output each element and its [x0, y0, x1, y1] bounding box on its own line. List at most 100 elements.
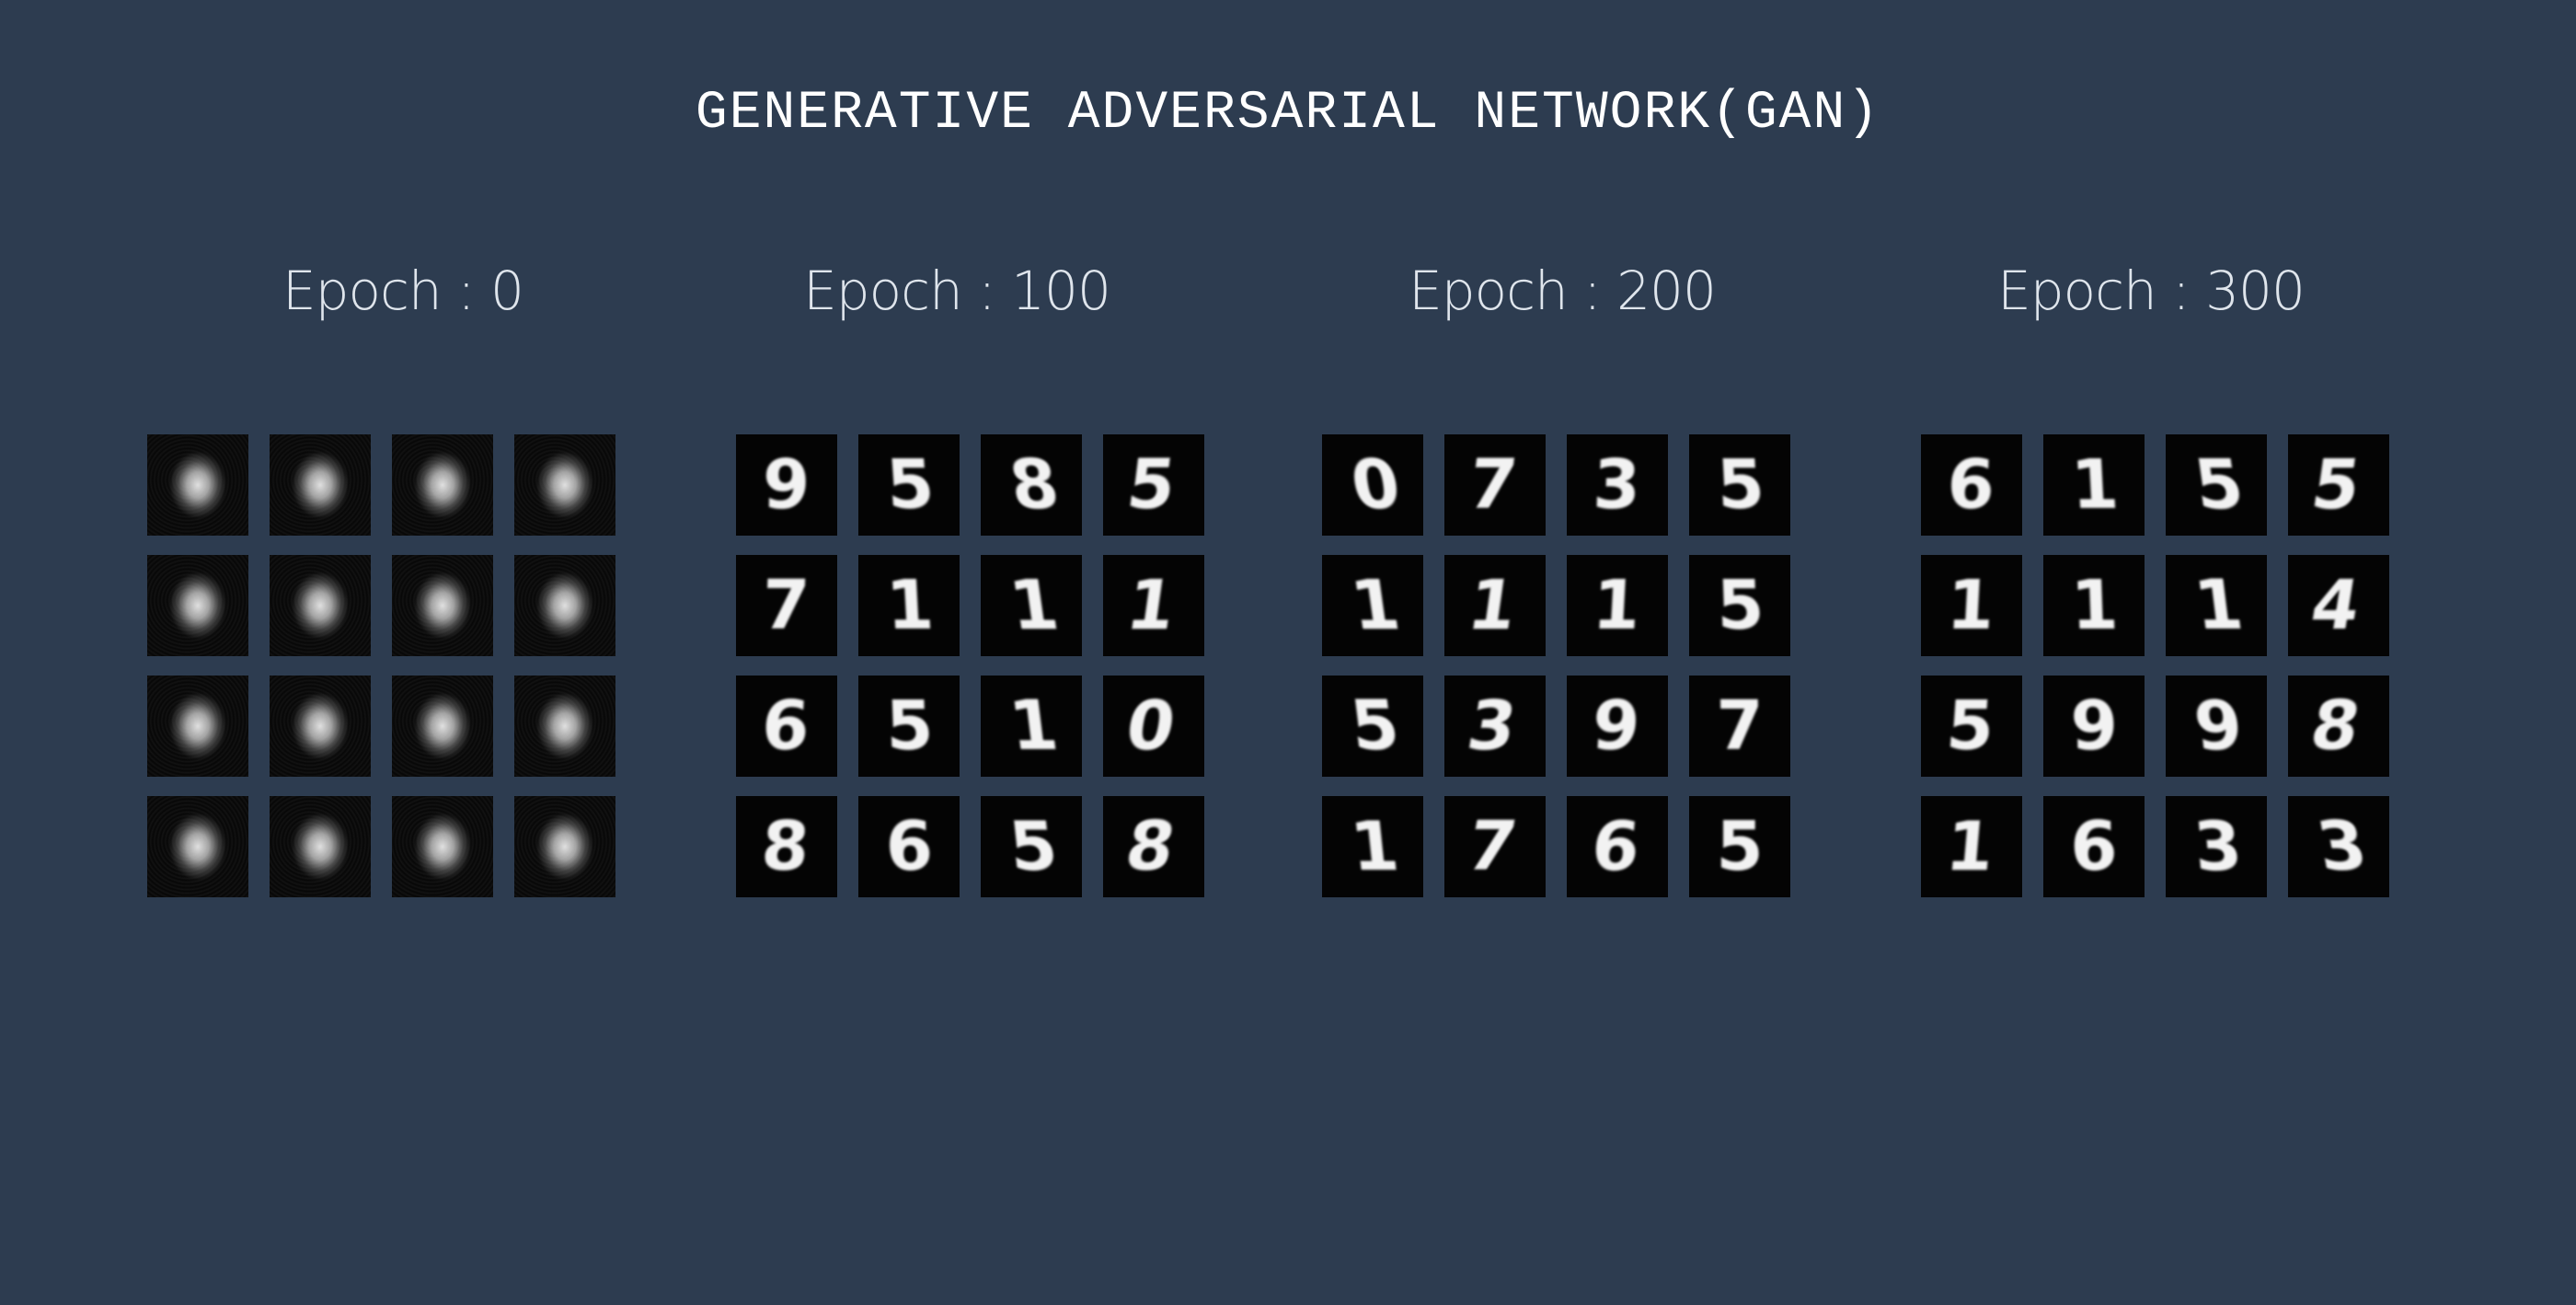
sample-digit: 7: [1464, 445, 1521, 525]
sample-digit: 5: [1122, 445, 1179, 525]
generated-sample: [270, 796, 371, 897]
generated-sample: 7: [736, 555, 837, 656]
generated-sample: [514, 434, 615, 536]
generated-sample: [514, 555, 615, 656]
sample-digit: 4: [2306, 565, 2365, 644]
generated-sample: 1: [1444, 555, 1546, 656]
generated-sample: [270, 676, 371, 777]
sample-digit: 6: [760, 687, 811, 766]
sample-digit: 9: [2191, 687, 2246, 766]
generated-sample: 6: [736, 676, 837, 777]
sample-digit: 6: [1589, 807, 1643, 886]
generated-sample: 9: [2166, 676, 2267, 777]
generated-sample: 5: [1921, 676, 2022, 777]
generated-sample: 1: [1103, 555, 1204, 656]
sample-digit: 7: [1716, 687, 1765, 766]
generated-sample: [270, 434, 371, 536]
generated-sample: 5: [2166, 434, 2267, 536]
generated-sample: 8: [736, 796, 837, 897]
generated-sample: 5: [981, 796, 1082, 897]
generated-sample: [147, 434, 248, 536]
generated-sample: 4: [2288, 555, 2389, 656]
sample-digit: 6: [2070, 807, 2118, 886]
sample-digit: 3: [1462, 686, 1522, 765]
generated-sample: 5: [1322, 676, 1423, 777]
generated-sample: 8: [981, 434, 1082, 536]
sample-digit: 8: [2305, 687, 2366, 766]
sample-digit: 5: [1006, 807, 1061, 886]
generated-sample: [270, 555, 371, 656]
generated-sample: 8: [1103, 796, 1204, 897]
sample-digit: 5: [1715, 566, 1765, 645]
sample-digit: 6: [885, 807, 934, 886]
sample-digit: 1: [1943, 807, 1997, 886]
generated-sample: 1: [981, 676, 1082, 777]
generated-sample: 1: [1322, 555, 1423, 656]
sample-digit: 1: [1945, 566, 1996, 645]
sample-digit: 9: [2070, 687, 2119, 766]
sample-digit: 1: [2069, 566, 2120, 645]
sample-digit: 5: [1346, 686, 1403, 766]
generated-sample: 3: [1567, 434, 1668, 536]
sample-digit: 5: [884, 445, 937, 525]
generated-sample: 1: [2043, 555, 2145, 656]
sample-digit: 1: [884, 566, 936, 645]
sample-digit: 6: [1946, 445, 1996, 525]
generated-sample: 5: [1103, 434, 1204, 536]
generated-sample: 7: [1689, 676, 1790, 777]
epoch-label: Epoch : 100: [803, 260, 1111, 322]
generated-sample: [514, 676, 615, 777]
generated-sample: 5: [2288, 434, 2389, 536]
generated-sample: 9: [736, 434, 837, 536]
generated-sample: 1: [2043, 434, 2145, 536]
generated-sample: 7: [1444, 796, 1546, 897]
sample-digit: 1: [1005, 686, 1062, 766]
generated-sample: 5: [858, 434, 960, 536]
sample-digit: 1: [2069, 445, 2121, 525]
sample-digit: 7: [761, 566, 811, 645]
epoch-label: Epoch : 0: [282, 260, 524, 322]
generated-sample: 7: [1444, 434, 1546, 536]
generated-sample: 1: [858, 555, 960, 656]
sample-grid: [147, 434, 618, 897]
generated-sample: 5: [1689, 555, 1790, 656]
generated-sample: 0: [1103, 676, 1204, 777]
sample-digit: 7: [1461, 807, 1523, 886]
sample-digit: 1: [1347, 807, 1402, 886]
generated-sample: [392, 796, 493, 897]
sample-digit: 1: [1463, 565, 1522, 645]
generated-sample: 3: [2288, 796, 2389, 897]
sample-digit: 9: [762, 445, 811, 525]
generated-sample: 0: [1322, 434, 1423, 536]
generated-sample: 9: [2043, 676, 2145, 777]
generated-sample: 9: [1567, 676, 1668, 777]
sample-digit: 9: [1590, 687, 1642, 766]
sample-digit: 3: [2191, 807, 2245, 886]
sample-digit: 0: [1121, 686, 1180, 765]
generated-sample: 5: [1689, 796, 1790, 897]
generated-sample: 6: [2043, 796, 2145, 897]
sample-digit: 5: [2190, 445, 2248, 525]
sample-digit: 3: [2311, 807, 2373, 886]
generated-sample: [392, 434, 493, 536]
generated-sample: [392, 555, 493, 656]
sample-digit: 0: [1346, 445, 1406, 524]
sample-digit: 3: [1592, 445, 1642, 525]
generated-sample: [147, 796, 248, 897]
epoch-label: Epoch : 200: [1409, 260, 1717, 322]
generated-sample: 3: [1444, 676, 1546, 777]
sample-digit: 1: [1121, 565, 1180, 645]
epoch-label: Epoch : 300: [1997, 260, 2306, 322]
generated-sample: 1: [1921, 555, 2022, 656]
generated-sample: 1: [1921, 796, 2022, 897]
generated-sample: 1: [1322, 796, 1423, 897]
generated-sample: 1: [1567, 555, 1668, 656]
sample-digit: 1: [1005, 565, 1064, 645]
generated-sample: [514, 796, 615, 897]
page-title: GENERATIVE ADVERSARIAL NETWORK(GAN): [695, 84, 1881, 144]
